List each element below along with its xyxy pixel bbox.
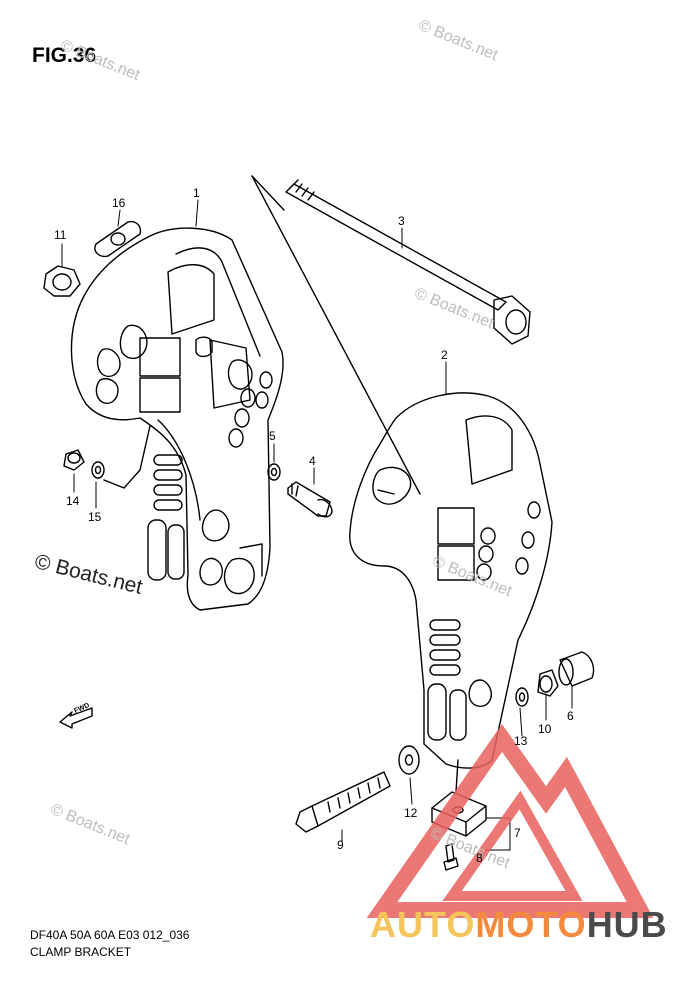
callout-12: 12: [404, 806, 418, 820]
brand-logo-text: AUTOMOTOHUB: [370, 904, 668, 946]
washer-13[interactable]: [515, 687, 529, 707]
pin-4[interactable]: [287, 481, 333, 518]
callout-2: 2: [441, 348, 448, 362]
brand-part-1: AUTO: [370, 904, 476, 945]
washer-15[interactable]: [91, 461, 105, 479]
leader-lines: [251, 175, 421, 495]
collar-10[interactable]: [537, 669, 559, 697]
callout-8: 8: [476, 851, 483, 865]
washer-12[interactable]: [398, 745, 420, 775]
screw-8[interactable]: [443, 843, 459, 871]
callout-1: 1: [193, 186, 200, 200]
callout-9: 9: [337, 838, 344, 852]
callout-7: 7: [514, 826, 521, 840]
callout-14: 14: [66, 494, 80, 508]
brand-part-2: MOTO: [475, 904, 587, 945]
callout-16: 16: [112, 196, 126, 210]
nut-11[interactable]: [43, 265, 81, 297]
fwd-arrow-icon: [59, 707, 93, 729]
bolt-3[interactable]: [285, 179, 531, 345]
plate-16[interactable]: [94, 220, 142, 258]
figure-title: FIG.36: [32, 44, 97, 67]
callout-6: 6: [567, 709, 574, 723]
bolt-9[interactable]: [295, 771, 391, 833]
automotohub-logo-icon: [366, 724, 654, 918]
callout-5: 5: [269, 429, 276, 443]
diagram-code: DF40A 50A 60A E03 012_036: [30, 928, 190, 942]
callout-15: 15: [88, 510, 102, 524]
diagram-caption: CLAMP BRACKET: [30, 945, 132, 959]
washer-5[interactable]: [267, 463, 281, 481]
callout-13: 13: [514, 734, 528, 748]
brand-part-3: HUB: [586, 904, 668, 945]
bushing-14[interactable]: [63, 449, 85, 471]
callout-10: 10: [538, 722, 552, 736]
clamp-bracket-right[interactable]: [349, 392, 553, 793]
sleeve-6[interactable]: [558, 651, 595, 687]
callout-4: 4: [309, 454, 316, 468]
callout-3: 3: [398, 214, 405, 228]
clamp-bracket-left[interactable]: [70, 227, 284, 611]
callout-11: 11: [54, 228, 67, 242]
callout-leaders: [61, 199, 573, 851]
